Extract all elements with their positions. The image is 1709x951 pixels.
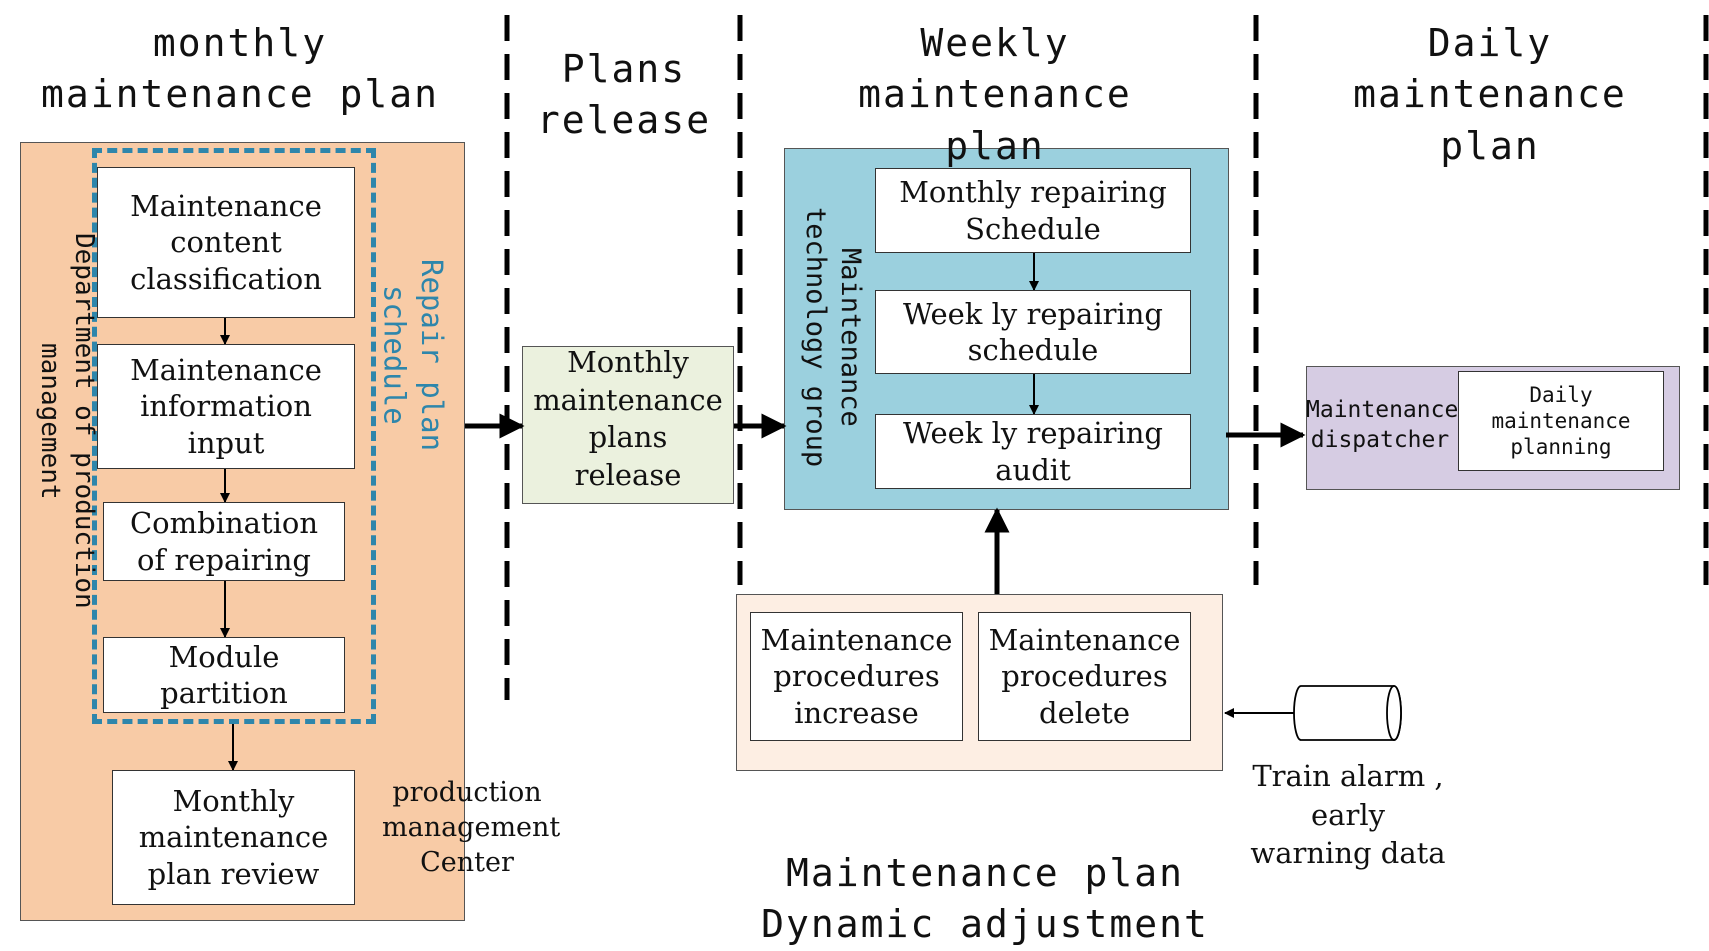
- monthly-maintenance-plan-review-box: Monthly maintenance plan review: [112, 770, 355, 905]
- monthly-maintenance-plans-release-box: Monthly maintenance plans release: [533, 345, 723, 493]
- phase-separators: [504, 15, 1709, 700]
- weekly-repairing-schedule-box: Week ly repairing schedule: [875, 290, 1191, 374]
- maintenance-procedures-delete-box: Maintenance procedures delete: [978, 612, 1191, 741]
- combination-of-repairing-box: Combination of repairing: [103, 502, 345, 581]
- maintenance-information-input-box: Maintenance information input: [97, 344, 355, 469]
- maintenance-dispatcher-label: Maintenance dispatcher: [1306, 397, 1459, 453]
- monthly-plan-header: monthly maintenance plan: [40, 21, 440, 117]
- repair-plan-schedule-region: [92, 148, 376, 724]
- repair-plan-schedule-label: Repair plan schedule: [377, 258, 449, 452]
- release-region: [522, 346, 734, 504]
- production-management-center-label: production management Center: [382, 777, 561, 879]
- daily-maintenance-planning-box: Daily maintenance planning: [1458, 371, 1664, 471]
- weekly-repairing-audit-box: Week ly repairing audit: [875, 414, 1191, 489]
- dynamic-adjustment-title: Maintenance plan Dynamic adjustment: [761, 851, 1209, 947]
- department-of-production-label: Department of production management: [35, 233, 99, 609]
- database-cylinder-icon: [1293, 685, 1402, 741]
- monthly-repairing-schedule-box: Monthly repairing Schedule: [875, 168, 1191, 253]
- module-partition-box: Module partition: [103, 637, 345, 713]
- maintenance-procedures-increase-box: Maintenance procedures increase: [750, 612, 963, 741]
- weekly-plan-header: Weekly maintenance plan: [858, 21, 1132, 168]
- daily-plan-header: Daily maintenance plan: [1353, 21, 1627, 168]
- plans-release-header: Plans release: [536, 47, 712, 143]
- maintenance-content-classification-box: Maintenance content classification: [97, 167, 355, 318]
- train-alarm-data-label: Train alarm , early warning data: [1250, 759, 1446, 871]
- maintenance-technology-group-label: Maintenance technology group: [799, 206, 866, 468]
